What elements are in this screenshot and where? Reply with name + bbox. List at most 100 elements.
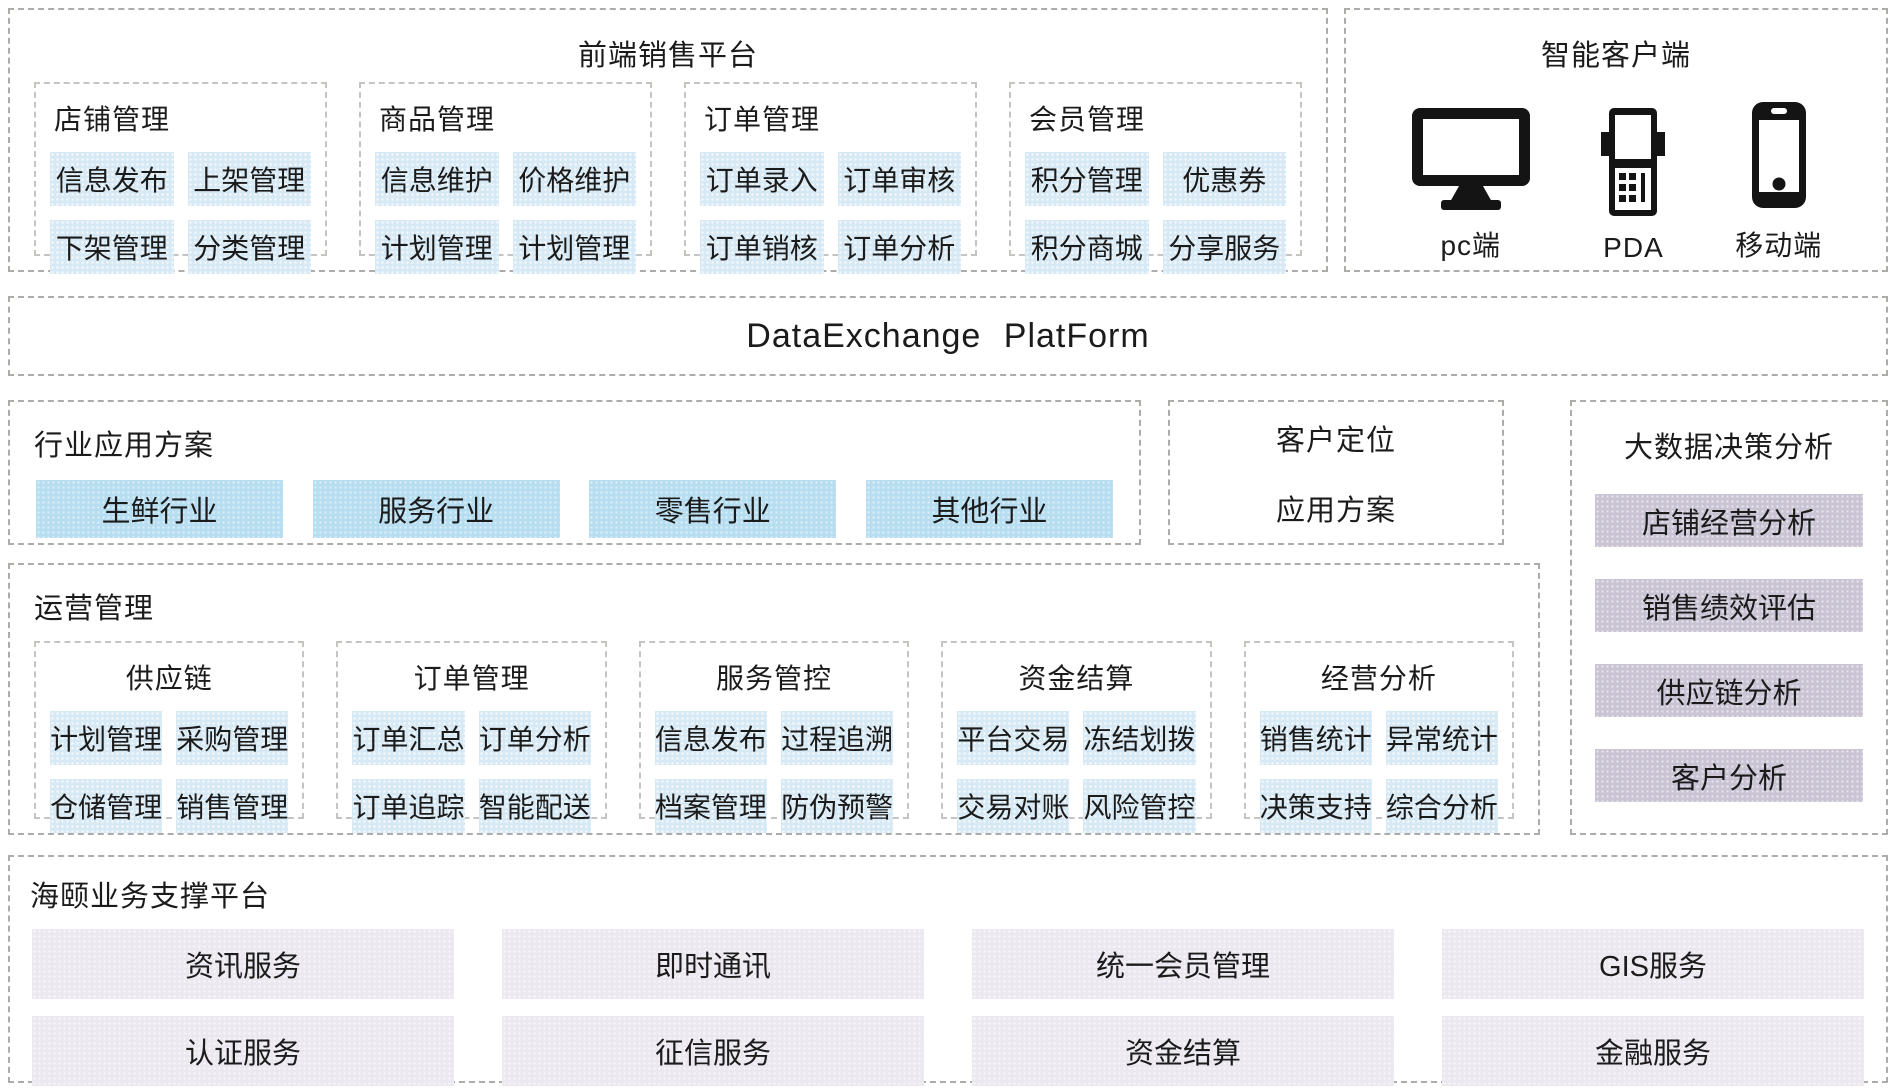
item-chip: 订单审核 bbox=[837, 152, 961, 206]
operations-title: 运营管理 bbox=[34, 593, 155, 625]
group-shop-management: 店铺管理 信息发布 上架管理 下架管理 分类管理 bbox=[34, 82, 327, 274]
chip-grid: 积分管理 优惠券 积分商城 分享服务 bbox=[1025, 152, 1286, 274]
item-chip: 冻结划拨 bbox=[1083, 711, 1196, 765]
item-chip: 积分管理 bbox=[1025, 152, 1149, 206]
group-member-management: 会员管理 积分管理 优惠券 积分商城 分享服务 bbox=[1009, 82, 1302, 274]
chip-grid: 订单录入 订单审核 订单销核 订单分析 bbox=[700, 152, 961, 274]
support-service-chip: 统一会员管理 bbox=[972, 929, 1394, 999]
chip-grid: 信息维护 价格维护 计划管理 计划管理 bbox=[375, 152, 636, 274]
smart-client-panel: 智能客户端 pc端 bbox=[1344, 8, 1888, 272]
group-service-control: 服务管控 信息发布 过程追溯 档案管理 防伪预警 bbox=[638, 641, 910, 833]
group-title: 资金结算 bbox=[1018, 663, 1135, 694]
customer-positioning-panel: 客户定位 应用方案 bbox=[1168, 400, 1504, 545]
bigdata-item: 销售绩效评估 bbox=[1595, 579, 1863, 632]
support-service-chip: GIS服务 bbox=[1442, 929, 1864, 999]
chip-grid: 信息发布 过程追溯 档案管理 防伪预警 bbox=[654, 711, 894, 833]
operations-groups-row: 供应链 计划管理 采购管理 仓储管理 销售管理 订单管理 订单汇总 订单分析 订… bbox=[34, 641, 1515, 833]
chip-grid: 计划管理 采购管理 仓储管理 销售管理 bbox=[50, 711, 289, 833]
item-chip: 信息发布 bbox=[50, 152, 174, 206]
item-chip: 订单分析 bbox=[837, 220, 961, 274]
support-service-chip: 金融服务 bbox=[1442, 1016, 1864, 1086]
bigdata-item: 店铺经营分析 bbox=[1595, 494, 1863, 547]
industry-solutions-title: 行业应用方案 bbox=[34, 430, 215, 462]
item-chip: 销售统计 bbox=[1259, 711, 1372, 765]
item-chip: 智能配送 bbox=[478, 779, 591, 833]
item-chip: 上架管理 bbox=[187, 152, 311, 206]
group-ops-order-management: 订单管理 订单汇总 订单分析 订单追踪 智能配送 bbox=[336, 641, 607, 833]
item-chip: 订单追踪 bbox=[352, 779, 465, 833]
item-chip: 订单录入 bbox=[700, 152, 824, 206]
group-product-management: 商品管理 信息维护 价格维护 计划管理 计划管理 bbox=[359, 82, 652, 274]
operations-panel: 运营管理 供应链 计划管理 采购管理 仓储管理 销售管理 订单管理 订单汇总 订… bbox=[8, 563, 1540, 835]
support-service-chip: 即时通讯 bbox=[502, 929, 924, 999]
device-pc: pc端 bbox=[1410, 106, 1532, 264]
positioning-line-1: 客户定位 bbox=[1275, 424, 1396, 457]
smart-client-title: 智能客户端 bbox=[1540, 40, 1691, 72]
item-chip: 综合分析 bbox=[1385, 779, 1499, 833]
device-mobile: 移动端 bbox=[1735, 100, 1822, 264]
frontend-platform-panel: 前端销售平台 店铺管理 信息发布 上架管理 下架管理 分类管理 商品管理 信息维… bbox=[8, 8, 1328, 274]
item-chip: 信息发布 bbox=[654, 711, 768, 765]
item-chip: 积分商城 bbox=[1025, 220, 1149, 274]
bigdata-item: 供应链分析 bbox=[1595, 664, 1863, 717]
industry-chip: 生鲜行业 bbox=[36, 480, 283, 538]
chip-grid: 信息发布 上架管理 下架管理 分类管理 bbox=[50, 152, 311, 274]
pda-terminal-icon bbox=[1595, 106, 1671, 218]
frontend-groups-row: 店铺管理 信息发布 上架管理 下架管理 分类管理 商品管理 信息维护 价格维护 … bbox=[34, 82, 1302, 274]
item-chip: 优惠券 bbox=[1162, 152, 1286, 206]
industry-row: 生鲜行业 服务行业 零售行业 其他行业 bbox=[36, 480, 1113, 538]
support-grid: 资讯服务 即时通讯 统一会员管理 GIS服务 认证服务 征信服务 资金结算 金融… bbox=[32, 929, 1864, 1086]
item-chip: 仓储管理 bbox=[50, 779, 163, 833]
item-chip: 订单汇总 bbox=[352, 711, 465, 765]
devices-row: pc端 PDA bbox=[1346, 100, 1886, 264]
bigdata-list: 店铺经营分析 销售绩效评估 供应链分析 客户分析 bbox=[1595, 494, 1863, 802]
item-chip: 订单销核 bbox=[700, 220, 824, 274]
group-title: 商品管理 bbox=[379, 104, 496, 135]
support-service-chip: 资金结算 bbox=[972, 1016, 1394, 1086]
group-title: 店铺管理 bbox=[54, 104, 171, 135]
support-service-chip: 征信服务 bbox=[502, 1016, 924, 1086]
item-chip: 风险管控 bbox=[1083, 779, 1196, 833]
device-label: PDA bbox=[1603, 232, 1664, 263]
smartphone-icon bbox=[1735, 100, 1822, 210]
support-platform-title: 海颐业务支撑平台 bbox=[30, 881, 271, 913]
group-fund-settlement: 资金结算 平台交易 冻结划拨 交易对账 风险管控 bbox=[941, 641, 1212, 833]
frontend-platform-title: 前端销售平台 bbox=[577, 40, 758, 72]
group-order-management: 订单管理 订单录入 订单审核 订单销核 订单分析 bbox=[684, 82, 977, 274]
item-chip: 分享服务 bbox=[1162, 220, 1286, 274]
data-exchange-panel: DataExchange PlatForm bbox=[8, 296, 1888, 376]
bigdata-analysis-title: 大数据决策分析 bbox=[1623, 432, 1834, 464]
item-chip: 决策支持 bbox=[1259, 779, 1372, 833]
group-business-analysis: 经营分析 销售统计 异常统计 决策支持 综合分析 bbox=[1243, 641, 1515, 833]
customer-positioning-text: 客户定位 应用方案 bbox=[1170, 402, 1502, 543]
item-chip: 订单分析 bbox=[478, 711, 591, 765]
item-chip: 计划管理 bbox=[512, 220, 636, 274]
group-title: 订单管理 bbox=[704, 104, 821, 135]
chip-grid: 订单汇总 订单分析 订单追踪 智能配送 bbox=[352, 711, 591, 833]
chip-grid: 销售统计 异常统计 决策支持 综合分析 bbox=[1259, 711, 1499, 833]
bigdata-analysis-panel: 大数据决策分析 店铺经营分析 销售绩效评估 供应链分析 客户分析 bbox=[1570, 400, 1888, 835]
group-supply-chain: 供应链 计划管理 采购管理 仓储管理 销售管理 bbox=[34, 641, 305, 833]
item-chip: 信息维护 bbox=[375, 152, 499, 206]
item-chip: 计划管理 bbox=[50, 711, 163, 765]
item-chip: 分类管理 bbox=[187, 220, 311, 274]
device-pda: PDA bbox=[1595, 106, 1671, 264]
support-platform-panel: 海颐业务支撑平台 资讯服务 即时通讯 统一会员管理 GIS服务 认证服务 征信服… bbox=[8, 855, 1888, 1086]
support-service-chip: 认证服务 bbox=[32, 1016, 454, 1086]
industry-chip: 其他行业 bbox=[865, 480, 1113, 538]
item-chip: 下架管理 bbox=[50, 220, 174, 274]
industry-chip: 零售行业 bbox=[589, 480, 837, 538]
item-chip: 过程追溯 bbox=[781, 711, 894, 765]
item-chip: 异常统计 bbox=[1385, 711, 1499, 765]
item-chip: 平台交易 bbox=[957, 711, 1070, 765]
item-chip: 档案管理 bbox=[654, 779, 768, 833]
item-chip: 交易对账 bbox=[957, 779, 1070, 833]
positioning-line-2: 应用方案 bbox=[1275, 494, 1396, 527]
group-title: 供应链 bbox=[125, 663, 213, 694]
group-title: 服务管控 bbox=[716, 663, 833, 694]
group-title: 经营分析 bbox=[1320, 663, 1437, 694]
device-label: pc端 bbox=[1440, 230, 1502, 261]
support-service-chip: 资讯服务 bbox=[32, 929, 454, 999]
group-title: 会员管理 bbox=[1029, 104, 1146, 135]
item-chip: 销售管理 bbox=[176, 779, 289, 833]
